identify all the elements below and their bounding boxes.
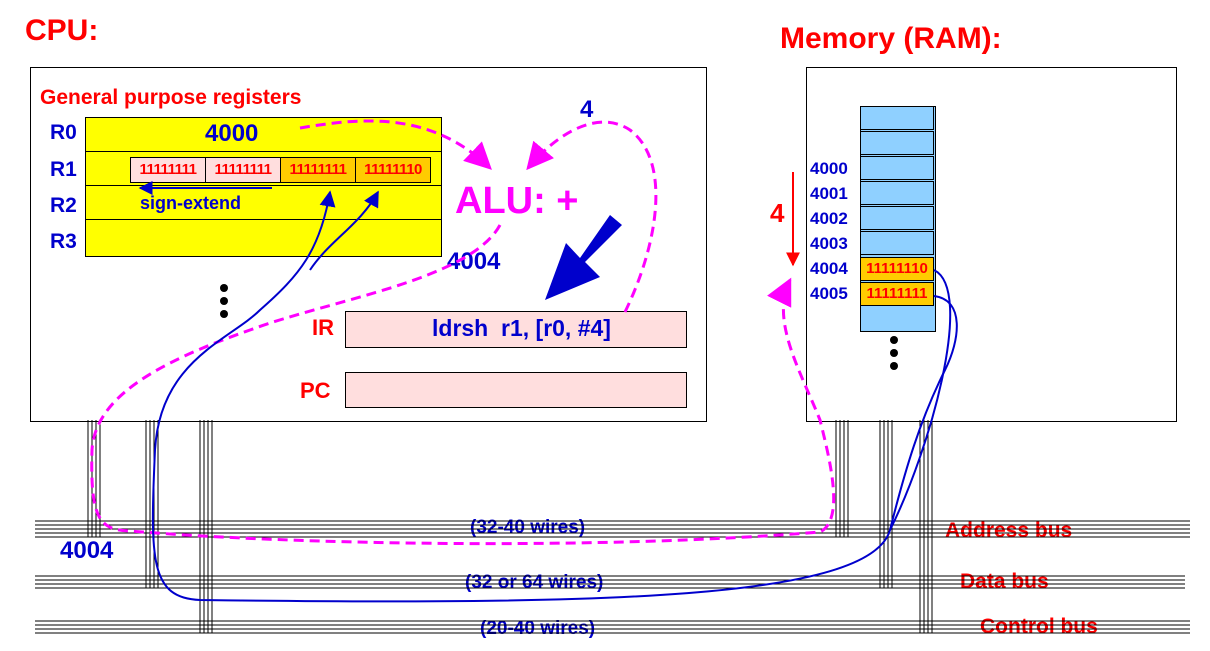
pc-label: PC [300,378,331,403]
memory-cell [860,231,934,255]
memory-cell-4004: 11111110 [860,257,934,281]
r1-byte-0: 11111110 [355,157,431,183]
r1-byte-3: 11111111 [130,157,206,183]
memory-title: Memory (RAM): [780,22,1002,55]
pc-register [345,372,687,408]
r0-to-alu-path [299,119,492,170]
data-path-4005 [151,190,952,603]
ir-instruction: ldrsh r1, [r0, #4] [432,315,611,341]
memory-cell [860,131,934,155]
register-file-title: General purpose registers [40,86,302,109]
memory-cell [860,106,934,130]
register-row-r1 [86,152,441,186]
memory-address: 4005 [810,284,848,303]
memory-address: 4004 [810,259,848,278]
memory-cell [860,206,934,230]
address-bus [35,520,1190,538]
offset-to-alu-path [526,120,658,313]
memory-cell-4005: 11111111 [860,282,934,306]
data-path-4004 [889,295,958,531]
register-label-r0: R0 [50,121,77,144]
memory-address: 4000 [810,159,848,178]
alu-offset: 4 [580,96,594,123]
cpu-ellipsis [220,284,228,323]
memory-cell [860,181,934,205]
memory-address: 4002 [810,209,848,228]
address-bus-value: 4004 [60,537,114,564]
memory-address: 4003 [810,234,848,253]
ir-label: IR [312,315,334,340]
data-bus [35,575,1185,589]
data-path-byte0 [309,190,379,271]
register-label-r3: R3 [50,230,77,253]
alu-label: ALU: + [455,180,579,222]
r0-value: 4000 [205,120,259,147]
memory-offset-label: 4 [770,198,785,228]
memory-bus-connectors [835,420,933,633]
register-label-r1: R1 [50,158,77,181]
memory-ellipsis [890,336,898,375]
sign-extend-label: sign-extend [140,193,242,213]
cpu-bus-connectors [87,420,213,633]
memory-address: 4001 [810,184,848,203]
decode-arrow [545,215,622,300]
register-row-r0 [86,118,441,152]
ir-register: ldrsh r1, [r0, #4] [345,311,687,348]
cpu-title: CPU: [25,14,99,47]
register-label-r2: R2 [50,194,77,217]
memory-cell [860,156,934,180]
control-bus [35,620,1190,634]
address-path [90,224,836,546]
register-row-r2 [86,186,441,220]
